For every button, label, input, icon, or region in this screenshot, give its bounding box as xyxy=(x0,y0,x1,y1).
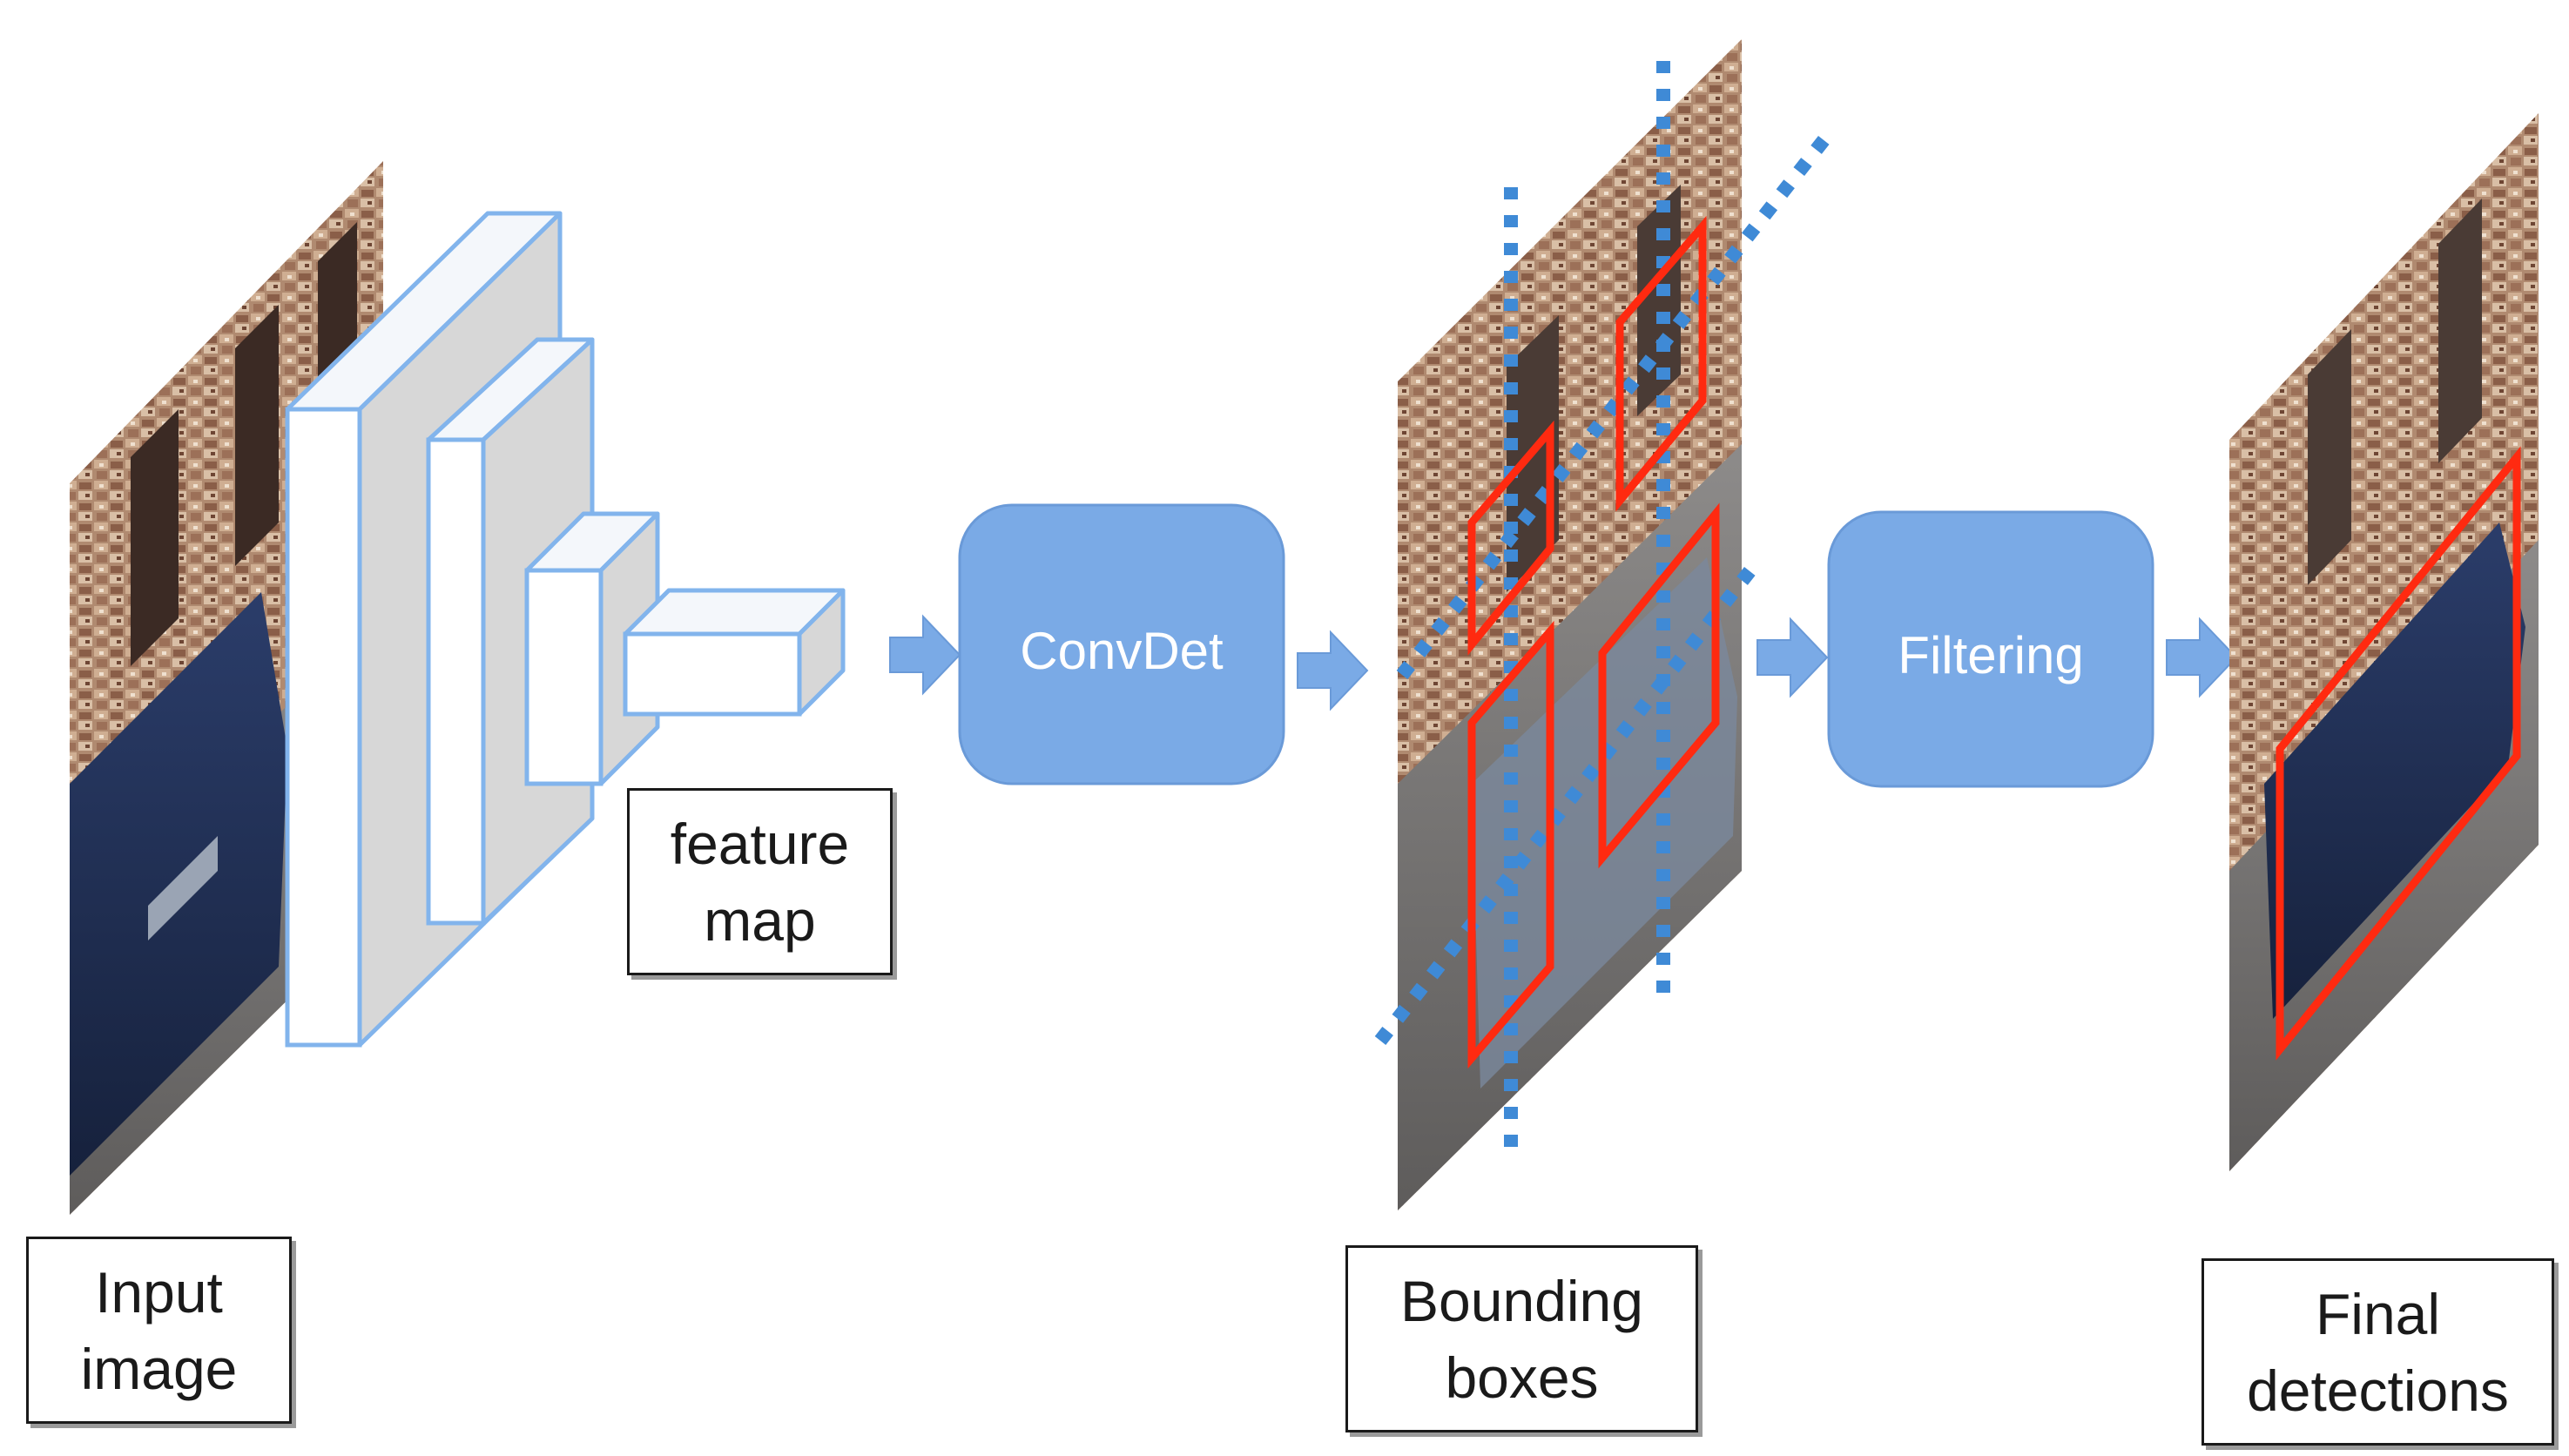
conv-layer-3-front xyxy=(524,568,603,786)
proposal-boxes xyxy=(1467,215,1720,1069)
convolution-layers-icon xyxy=(285,211,846,1048)
final-detections-label-line-1: Final xyxy=(2315,1281,2441,1346)
final-detections-label: Final detections xyxy=(2202,1258,2554,1446)
proposal-box-2 xyxy=(1615,215,1707,512)
arrow-3 xyxy=(1756,617,1829,698)
bounding-boxes-image xyxy=(1374,39,1831,1210)
feature-map-front xyxy=(623,631,802,717)
arrow-2 xyxy=(1297,630,1369,711)
final-detections-image xyxy=(2229,113,2539,1171)
conv-layer-2-front xyxy=(426,437,486,926)
bounding-boxes-label-line-2: boxes xyxy=(1445,1345,1599,1410)
filtering-block: Filtering xyxy=(1827,510,2154,788)
final-detections-label-line-2: detections xyxy=(2247,1358,2509,1423)
feature-map-label-line-2: map xyxy=(704,887,816,953)
feature-map-label-line-1: feature xyxy=(670,811,850,876)
feature-map-label: feature map xyxy=(627,788,893,975)
convdet-block: ConvDet xyxy=(958,503,1285,785)
input-image-label: Input image xyxy=(26,1237,292,1424)
arrow-4 xyxy=(2166,617,2238,698)
arrow-1 xyxy=(889,614,961,696)
convdet-label: ConvDet xyxy=(1020,622,1224,680)
bounding-boxes-label: Bounding boxes xyxy=(1345,1245,1698,1432)
proposal-box-4 xyxy=(1598,502,1720,869)
arrow-right-icon xyxy=(889,614,2238,711)
proposal-box-3 xyxy=(1467,620,1554,1069)
final-detection-box xyxy=(2276,446,2521,1061)
proposal-box-1 xyxy=(1467,420,1554,656)
conv-layer-1-front xyxy=(285,407,362,1048)
bounding-boxes-label-line-1: Bounding xyxy=(1400,1268,1643,1333)
input-image-label-line-2: image xyxy=(80,1336,238,1401)
filtering-label: Filtering xyxy=(1898,626,2083,684)
input-image-label-line-1: Input xyxy=(95,1259,223,1325)
